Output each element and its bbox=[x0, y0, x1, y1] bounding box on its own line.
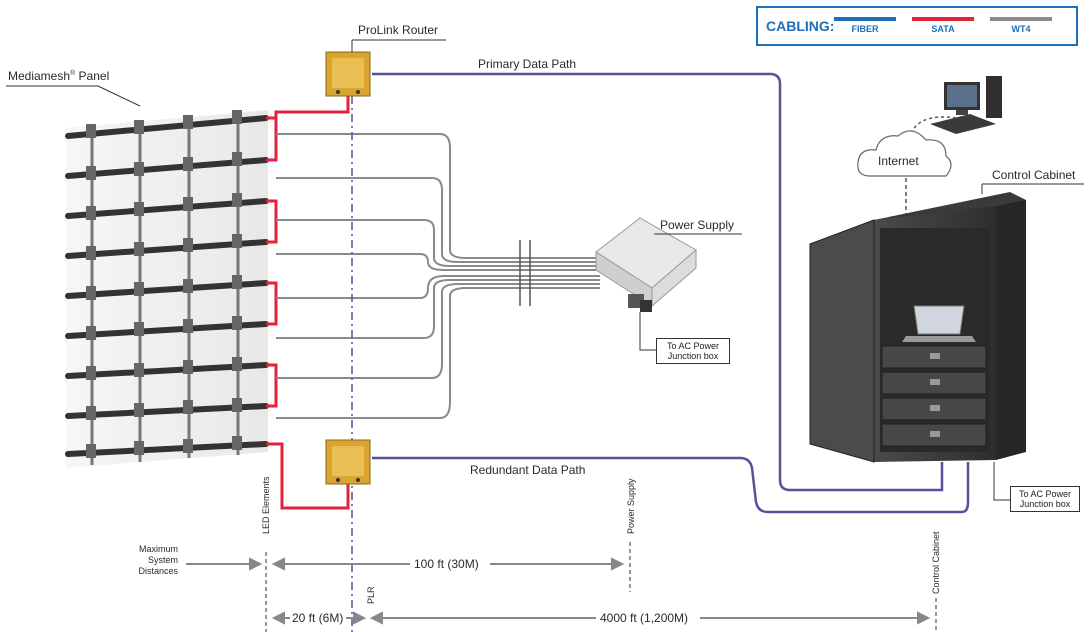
legend-swatch-wt4 bbox=[990, 17, 1052, 21]
ac-power-box-cabinet: To AC Power Junction box bbox=[1010, 486, 1080, 512]
legend-label-wt4: WT4 bbox=[1011, 24, 1031, 34]
power-supply-label: Power Supply bbox=[660, 218, 734, 232]
sata-cables bbox=[266, 96, 350, 510]
wt4-cables bbox=[276, 133, 600, 419]
internet-cloud-icon bbox=[857, 130, 952, 177]
legend-label-sata: SATA bbox=[931, 24, 955, 34]
distance-20ft: 20 ft (6M) bbox=[292, 611, 343, 625]
legend-swatch-fiber bbox=[834, 17, 896, 21]
max-distances-label-3: Distances bbox=[138, 566, 178, 576]
distance-100ft: 100 ft (30M) bbox=[414, 557, 479, 571]
distance-4000ft: 4000 ft (1,200M) bbox=[600, 611, 688, 625]
control-cabinet bbox=[809, 192, 1026, 463]
ac-power-box-power-supply: To AC Power Junction box bbox=[656, 338, 730, 364]
cabling-legend: CABLING: FIBER SATA WT4 bbox=[756, 6, 1078, 46]
computer-icon bbox=[930, 76, 1002, 134]
max-distances-label-1: Maximum bbox=[139, 544, 178, 554]
legend-item-sata: SATA bbox=[912, 17, 974, 34]
plr-vlabel: PLR bbox=[366, 586, 376, 604]
legend-item-fiber: FIBER bbox=[834, 17, 896, 34]
legend-item-wt4: WT4 bbox=[990, 17, 1052, 34]
control-cabinet-label: Control Cabinet bbox=[992, 168, 1076, 182]
fiber-paths bbox=[372, 72, 970, 514]
primary-path-label: Primary Data Path bbox=[478, 57, 576, 71]
router-label: ProLink Router bbox=[358, 23, 438, 37]
redundant-path-label: Redundant Data Path bbox=[470, 463, 585, 477]
legend-label-fiber: FIBER bbox=[851, 24, 879, 34]
control-cabinet-vlabel: Control Cabinet bbox=[931, 531, 941, 594]
max-distances-label-2: System bbox=[148, 555, 178, 565]
legend-swatch-sata bbox=[912, 17, 974, 21]
power-supply-vlabel: Power Supply bbox=[626, 478, 636, 534]
panel-label: Mediamesh® Panel bbox=[8, 69, 109, 83]
mediamesh-panel bbox=[65, 110, 269, 468]
internet-label: Internet bbox=[878, 154, 919, 168]
prolink-router-redundant bbox=[325, 439, 371, 485]
power-supply-unit bbox=[595, 217, 697, 312]
prolink-router-primary bbox=[325, 51, 371, 97]
legend-title: CABLING: bbox=[766, 18, 835, 34]
led-elements-vlabel: LED Elements bbox=[261, 476, 271, 534]
